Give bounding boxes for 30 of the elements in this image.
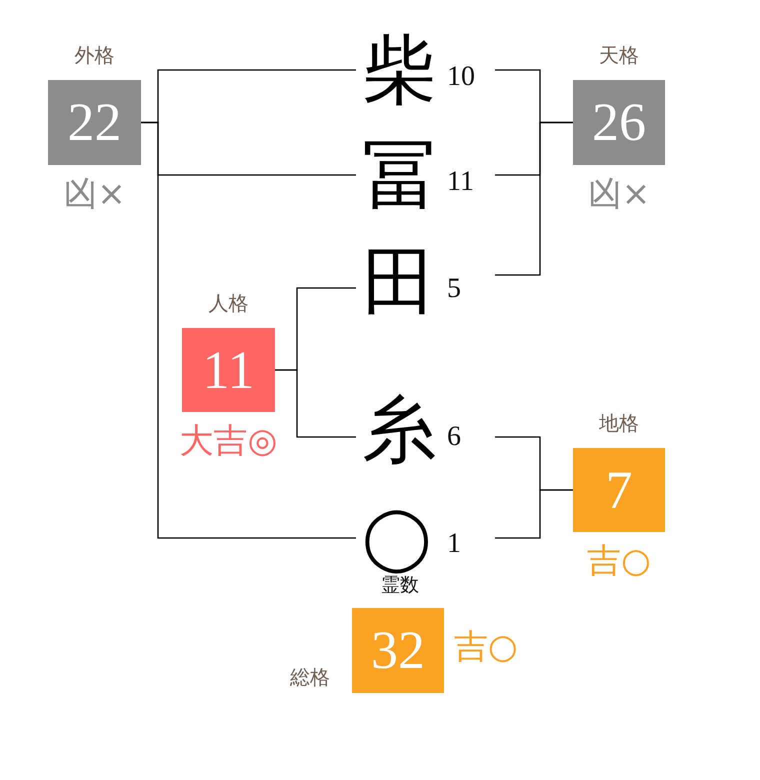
fortune-rating: 凶× <box>63 174 126 214</box>
category-label: 天格 <box>599 44 639 68</box>
category-label: 地格 <box>599 412 639 436</box>
score-tile: 26 <box>573 80 665 165</box>
fortune-rating: 凶× <box>588 174 650 214</box>
score-tile: 22 <box>48 80 141 165</box>
bracket-line <box>141 122 356 539</box>
kanji-character: 柴 <box>362 30 436 110</box>
fortune-rating: 吉○ <box>454 627 518 667</box>
stroke-count: 6 <box>447 421 461 453</box>
bracket-line <box>275 369 356 438</box>
stroke-count: 10 <box>447 61 475 93</box>
score-tile: 7 <box>573 448 665 532</box>
stroke-count: 11 <box>447 166 474 198</box>
stroke-count: 5 <box>447 273 461 305</box>
bracket-line <box>495 489 573 539</box>
bracket-line <box>495 122 573 276</box>
fortune-rating: 吉○ <box>587 541 651 581</box>
kanji-character: 冨 <box>362 135 436 215</box>
category-label: 総格 <box>290 666 330 690</box>
stroke-count: 1 <box>447 528 461 560</box>
kanji-character: 糸 <box>362 390 436 470</box>
category-label: 人格 <box>208 292 248 316</box>
placeholder-character: ◯ <box>362 499 432 576</box>
kanji-character: 田 <box>362 242 436 322</box>
fortune-rating: 大吉◎ <box>180 421 278 461</box>
score-tile: 32 <box>352 608 444 693</box>
label: 霊数 <box>381 575 419 597</box>
score-tile: 11 <box>182 328 275 412</box>
category-label: 外格 <box>74 44 114 68</box>
